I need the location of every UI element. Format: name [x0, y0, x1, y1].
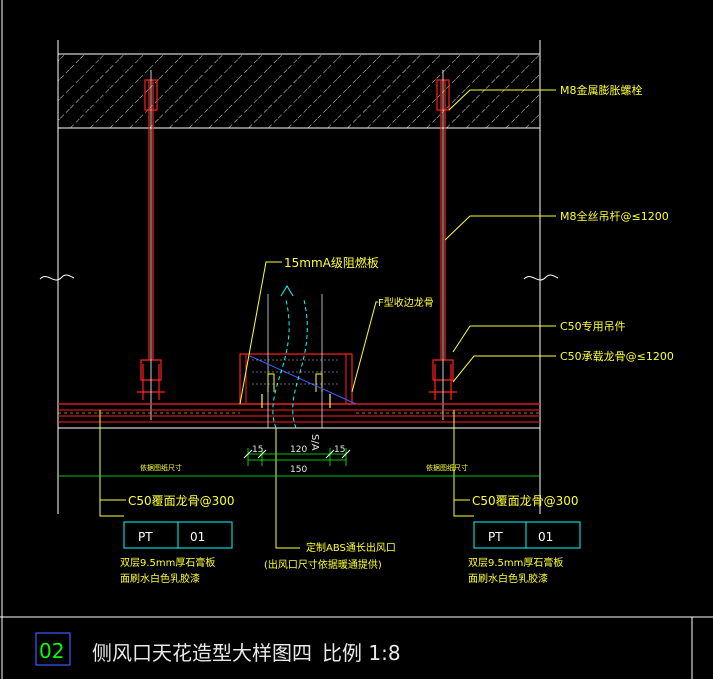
callout-f-keel: F型收边龙骨: [378, 296, 434, 309]
tag-note-right-2: 面刷水白色乳胶漆: [468, 572, 548, 585]
callout-cover-keel-right: C50覆面龙骨@300: [472, 494, 579, 508]
drawing-title: 侧风口天花造型大样图四: [92, 641, 312, 665]
tag-code-left: PT: [138, 530, 153, 544]
title-number: 02: [39, 639, 64, 663]
break-symbols: [39, 274, 559, 281]
dim-15-right: 15: [334, 445, 345, 455]
outlet-box: [239, 285, 357, 429]
callout-hanger-rod: M8全丝吊杆@≤1200: [560, 209, 669, 223]
title-number-box: [35, 632, 71, 666]
ceiling-boards: [58, 403, 540, 429]
leader-lines: [99, 89, 556, 549]
drawing-scale: 比例 1:8: [322, 641, 401, 665]
callout-c50-main-keel: C50承载龙骨@≤1200: [560, 350, 674, 363]
tag-box-right: [473, 521, 581, 549]
dimension-ticks: [243, 449, 351, 459]
callout-c50-hanger: C50专用吊件: [560, 319, 626, 333]
dim-15-left: 15: [252, 445, 263, 455]
hanger-rod-left: [137, 79, 165, 400]
level-label-right: 依据图纸尺寸: [426, 463, 468, 472]
tag-note-right-1: 双层9.5mm厚石膏板: [468, 556, 563, 569]
callout-cover-keel-left: C50覆面龙骨@300: [128, 494, 235, 508]
hanger-centerlines: [150, 70, 444, 420]
tag-box-left: [123, 521, 233, 549]
callout-fire-board: 15mmA级阻燃板: [284, 255, 379, 270]
tag-note-left-2: 面刷水白色乳胶漆: [120, 572, 200, 585]
concrete-slab: [57, 53, 541, 129]
callout-custom-outlet-2: (出风口尺寸依据暖通提供): [264, 558, 382, 571]
tag-note-left-1: 双层9.5mm厚石膏板: [120, 556, 215, 569]
section-mark: S/A: [309, 434, 320, 451]
tag-number-right: 01: [538, 530, 553, 544]
level-label-left: 依据图纸尺寸: [140, 463, 182, 472]
callout-anchor-bolt: M8金属膨胀螺栓: [560, 83, 643, 97]
tag-code-right: PT: [488, 530, 503, 544]
tag-number-left: 01: [190, 530, 205, 544]
dim-150: 150: [290, 465, 307, 475]
callout-custom-outlet-1: 定制ABS通长出风口: [306, 541, 396, 554]
hanger-rod-right: [429, 79, 457, 400]
dim-120: 120: [290, 445, 307, 455]
